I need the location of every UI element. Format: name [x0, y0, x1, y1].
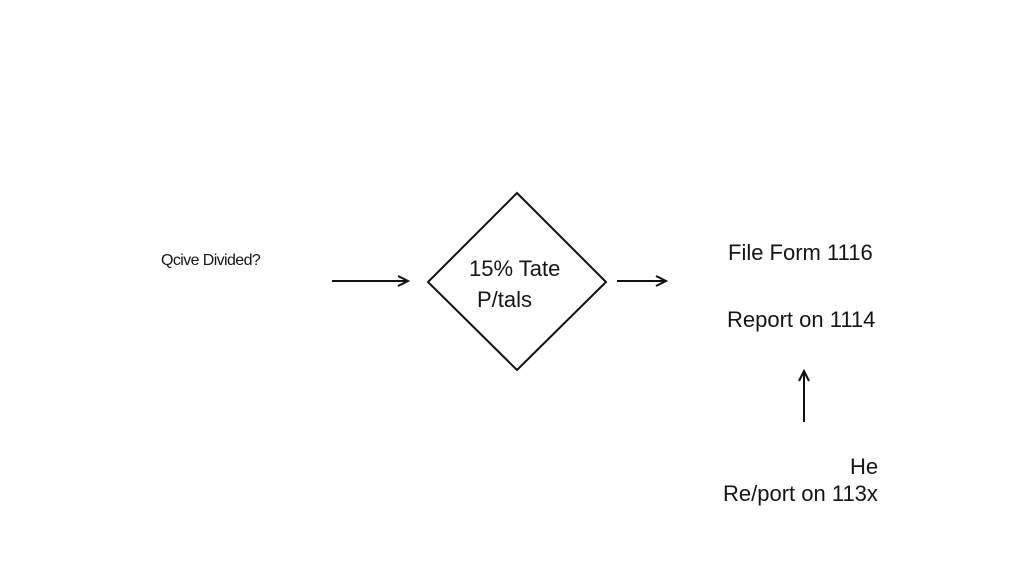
- right-mid-label: Report on 1114: [727, 307, 876, 332]
- right-bottom-label-line1: He: [850, 454, 879, 479]
- right-top-label: File Form 1116: [728, 240, 873, 265]
- decision-label-line2: P/tals: [477, 287, 533, 312]
- start-label: Qcive Divided?: [161, 252, 261, 269]
- right-bottom-label-line2: Re/port on 113x: [723, 481, 878, 506]
- decision-label-line1: 15% Tate: [469, 256, 561, 281]
- decision-diamond: [426, 191, 608, 372]
